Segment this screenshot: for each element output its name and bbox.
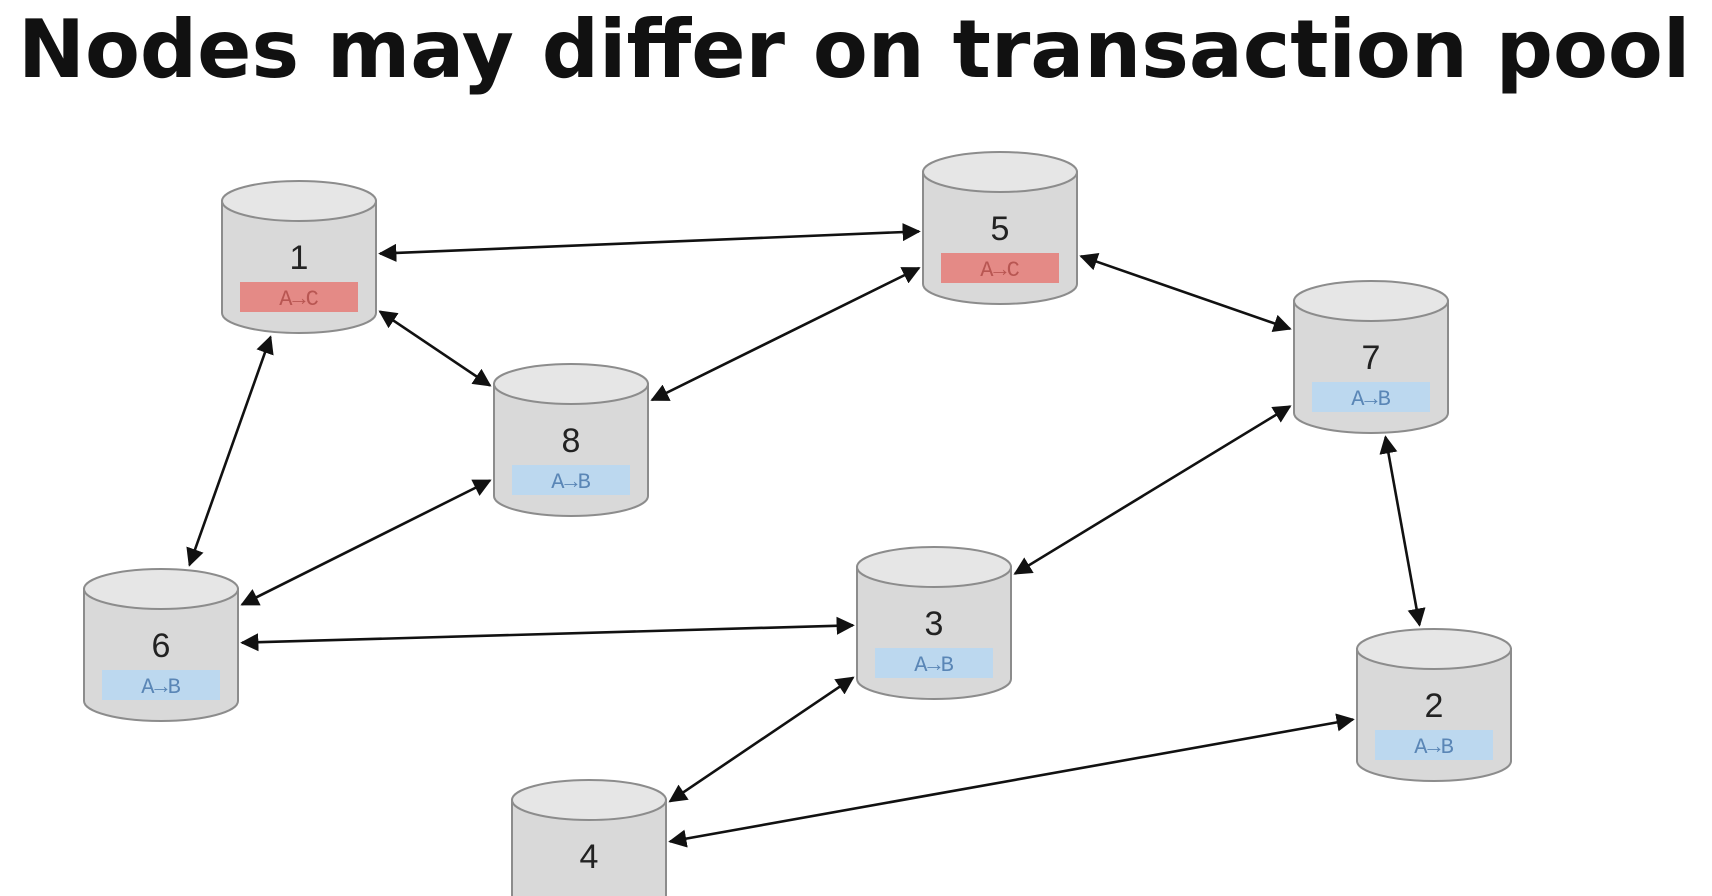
- cylinder-top: [83, 568, 239, 610]
- transaction-badge: [512, 465, 630, 495]
- edge-3-4: [668, 676, 855, 803]
- transaction-badge: [102, 670, 220, 700]
- node-6: 6A→B: [83, 568, 239, 722]
- cylinder-top: [221, 180, 377, 222]
- node-label: 1: [290, 239, 309, 277]
- edge-1-6: [186, 335, 274, 567]
- node-label: 5: [991, 210, 1010, 248]
- edge-5-7: [1079, 252, 1292, 333]
- cylinder-body: [511, 799, 667, 896]
- node-8: 8A→B: [493, 363, 649, 517]
- slide-title: Nodes may differ on transaction pool: [18, 3, 1691, 96]
- cylinder-top: [856, 546, 1012, 588]
- transaction-label: A→C: [980, 258, 1020, 283]
- transaction-label: A→B: [551, 470, 591, 495]
- edge-1-8: [378, 310, 492, 387]
- node-1: 1A→C: [221, 180, 377, 334]
- edge-7-3: [1013, 405, 1292, 575]
- node-label: 8: [562, 422, 581, 460]
- node-label: 2: [1425, 687, 1444, 725]
- edge-5-8: [650, 266, 921, 402]
- transaction-badge: [240, 282, 358, 312]
- nodes-layer: 1A→C5A→C7A→B8A→B6A→B3A→B2A→B4: [83, 151, 1512, 896]
- transaction-badge: [1375, 730, 1493, 760]
- edge-6-3: [240, 616, 855, 652]
- edges-layer: [186, 222, 1426, 848]
- node-7: 7A→B: [1293, 280, 1449, 434]
- edge-1-5: [378, 222, 921, 263]
- transaction-badge: [875, 648, 993, 678]
- edge-8-6: [240, 479, 492, 606]
- transaction-label: A→C: [279, 287, 319, 312]
- cylinder-top: [511, 779, 667, 821]
- node-label: 4: [580, 838, 599, 876]
- transaction-label: A→B: [1414, 735, 1454, 760]
- node-3: 3A→B: [856, 546, 1012, 700]
- node-label: 7: [1362, 339, 1381, 377]
- transaction-label: A→B: [914, 653, 954, 678]
- cylinder-top: [922, 151, 1078, 193]
- transaction-label: A→B: [1351, 387, 1391, 412]
- cylinder-top: [1356, 628, 1512, 670]
- edge-7-2: [1379, 435, 1426, 627]
- node-label: 6: [152, 627, 171, 665]
- transaction-badge: [1312, 382, 1430, 412]
- node-2: 2A→B: [1356, 628, 1512, 782]
- edge-4-2: [668, 713, 1355, 848]
- node-label: 3: [925, 605, 944, 643]
- transaction-badge: [941, 253, 1059, 283]
- cylinder-top: [493, 363, 649, 405]
- node-5: 5A→C: [922, 151, 1078, 305]
- cylinder-top: [1293, 280, 1449, 322]
- node-4: 4: [511, 779, 667, 896]
- transaction-label: A→B: [141, 675, 181, 700]
